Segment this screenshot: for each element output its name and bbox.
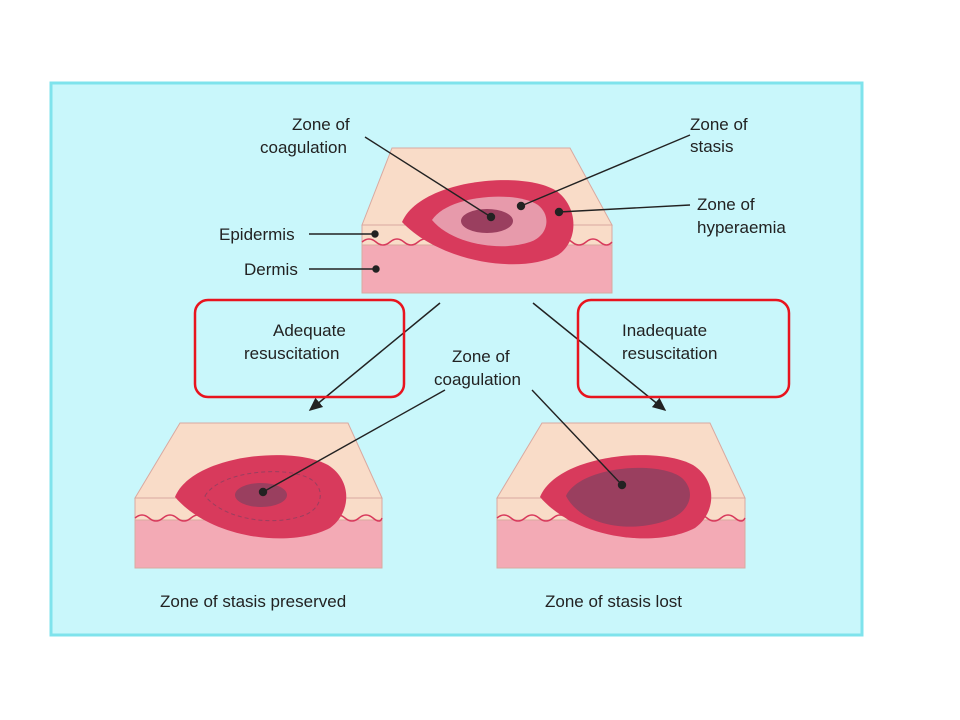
zone-of-coagulation-right: [566, 467, 690, 527]
label-zone-stasis-1: Zone of: [690, 115, 748, 134]
label-zone-coagulation-mid-2: coagulation: [434, 370, 521, 389]
label-zone-hyperaemia-2: hyperaemia: [697, 218, 786, 237]
label-zone-hyperaemia-1: Zone of: [697, 195, 755, 214]
leader-lines-mid: [258, 389, 627, 497]
skin-block-initial: [361, 147, 613, 294]
arrow-inadequate: [532, 302, 667, 411]
highlight-box-inadequate: [576, 298, 791, 399]
label-adequate-2: resuscitation: [244, 344, 339, 363]
highlight-box-adequate: [193, 298, 406, 399]
caption-stasis-preserved: Zone of stasis preserved: [160, 592, 346, 611]
caption-stasis-lost: Zone of stasis lost: [545, 592, 682, 611]
label-dermis: Dermis: [244, 260, 298, 279]
skin-block-stasis-preserved: [134, 422, 383, 569]
label-zone-coagulation-top-2: coagulation: [260, 138, 347, 157]
leader-lines-top: [309, 134, 691, 273]
label-epidermis: Epidermis: [219, 225, 295, 244]
label-zone-coagulation-mid-1: Zone of: [452, 347, 510, 366]
label-zone-stasis-2: stasis: [690, 137, 733, 156]
label-inadequate-1: Inadequate: [622, 321, 707, 340]
label-inadequate-2: resuscitation: [622, 344, 717, 363]
skin-block-stasis-lost: [496, 422, 746, 569]
outcome-arrows: [308, 302, 667, 411]
label-zone-coagulation-top-1: Zone of: [292, 115, 350, 134]
arrow-adequate: [308, 302, 441, 411]
label-adequate-1: Adequate: [273, 321, 346, 340]
zone-of-coagulation-top: [461, 209, 513, 233]
zone-of-stasis-outline-left: [204, 471, 321, 522]
